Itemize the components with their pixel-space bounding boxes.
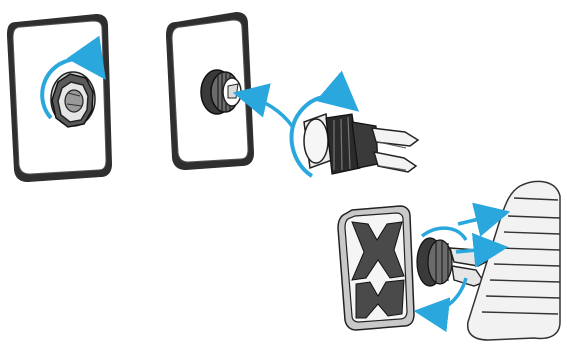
mount-plate-with-rotating-ring (7, 14, 112, 182)
magnetic-holder-with-vent-clip (338, 206, 486, 330)
attach-arrow-1 (458, 214, 500, 224)
rotating-ring (51, 72, 95, 127)
air-vent-clip (291, 96, 418, 176)
mount-plate-with-adapter-threads (166, 12, 254, 170)
